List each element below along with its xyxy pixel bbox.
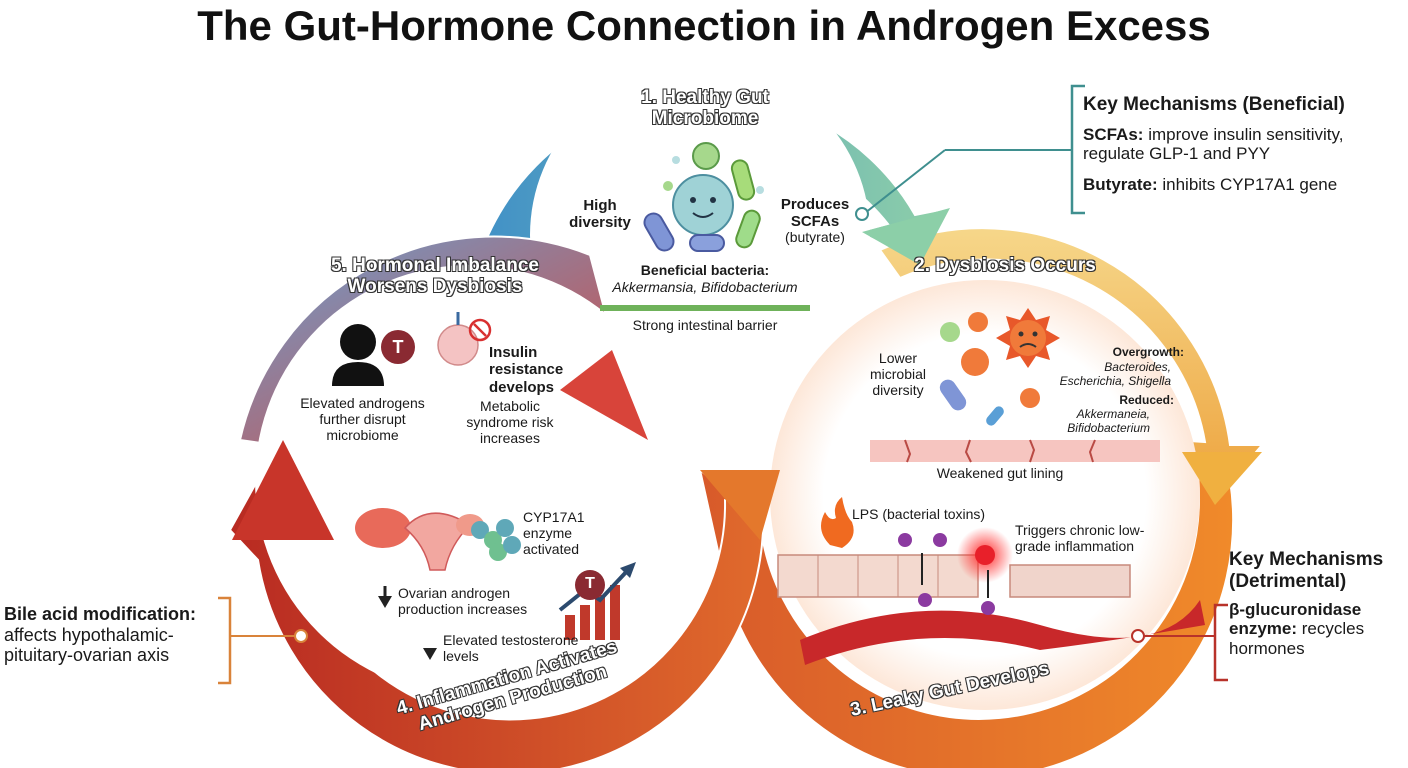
inflammation-trigger-label: Triggers chronic low-grade inflammation: [1015, 522, 1145, 555]
bile-text: affects hypothalamic-pituitary-ovarian a…: [4, 624, 174, 666]
beneficial-box: Key Mechanisms (Beneficial) SCFAs: impro…: [1083, 94, 1403, 194]
insulin-resistance-label: Insulin resistance develops: [489, 344, 564, 396]
weakened-lining-label: Weakened gut lining: [936, 465, 1064, 481]
detrimental-box-heading: Key Mechanisms (Detrimental): [1229, 549, 1384, 592]
reduced-names: Akkermaneia, Bifidobacterium: [1067, 407, 1150, 435]
metabolic-risk-label: Metabolic syndrome risk increases: [466, 398, 554, 447]
beneficial-box-heading: Key Mechanisms (Beneficial): [1083, 94, 1345, 115]
trend-chart-icon: [558, 562, 636, 640]
lower-diversity-label: Lower microbial diversity: [869, 350, 926, 399]
bile-box: Bile acid modification: affects hypothal…: [4, 604, 216, 666]
intestinal-barrier-bar: [600, 305, 810, 311]
flame-icon: [821, 497, 854, 548]
bile-label: Bile acid modification:: [4, 604, 197, 624]
beneficial-bacteria-label: Beneficial bacteria:: [640, 262, 770, 278]
testosterone-label: Elevated testosterone levels: [443, 632, 579, 665]
reduced-label: Reduced:: [1119, 393, 1174, 407]
lps-label: LPS (bacterial toxins): [852, 506, 986, 522]
arrowhead-step1: [862, 208, 950, 265]
glucuronidase-label: β-glucuronidase enzyme:: [1229, 599, 1362, 639]
high-diversity-label: High diversity: [569, 197, 631, 232]
scfa-text: improve insulin sensitivity, regulate GL…: [1083, 124, 1344, 164]
butyrate-text: inhibits CYP17A1 gene: [1162, 174, 1338, 194]
person-silhouette-icon: [332, 324, 384, 386]
chart-t-badge: T: [585, 575, 595, 592]
ovarian-production-label: Ovarian androgen production increases: [398, 585, 528, 618]
overgrowth-label: Overgrowth:: [1112, 345, 1184, 359]
cyp17a1-label: CYP17A1 enzyme activated: [523, 509, 585, 558]
enzyme-icon: [471, 519, 521, 561]
scfa-mechanism: SCFAs: improve insulin sensitivity, regu…: [1083, 125, 1403, 164]
t-badge: T: [392, 337, 404, 357]
butyrate-note: (butyrate): [785, 229, 845, 245]
arrowhead-step2: [1182, 452, 1262, 505]
elevated-androgens-label: Elevated androgens further disrupt micro…: [300, 395, 425, 444]
arrowhead-step4: [232, 440, 334, 540]
dysbiosis-panel: [770, 280, 1200, 710]
glucuronidase-text: recycles hormones: [1229, 619, 1365, 658]
step1-title: 1. Healthy Gut Microbiome: [641, 87, 769, 129]
bacteria-icon: [643, 142, 764, 252]
produces-scfas-label: Produces SCFAs: [780, 196, 850, 231]
arrowhead-step3: [700, 470, 780, 540]
uterus-icon: [355, 508, 484, 571]
glucuronidase-mechanism: β-glucuronidase enzyme: recycles hormone…: [1229, 600, 1407, 659]
overgrowth-names: Bacteroides, Escherichia, Shigella: [1059, 360, 1171, 388]
detrimental-connector: [1131, 603, 1228, 682]
toxin-icon: [898, 533, 995, 615]
intestinal-cells-icon: [777, 527, 1131, 598]
detrimental-box: Key Mechanisms (Detrimental) β-glucuroni…: [1229, 549, 1407, 658]
butyrate-mechanism: Butyrate: inhibits CYP17A1 gene: [1083, 175, 1403, 195]
bad-bacteria-icon: [939, 308, 1060, 426]
page-title: The Gut-Hormone Connection in Androgen E…: [197, 2, 1211, 49]
insulin-receptor-icon: [437, 312, 492, 366]
butyrate-label: Butyrate:: [1083, 174, 1158, 194]
barrier-label: Strong intestinal barrier: [632, 317, 778, 333]
gut-lining-icon: [870, 439, 1160, 463]
arrowhead-step5: [560, 350, 648, 440]
beneficial-connector: [855, 84, 1085, 221]
step2-title: 2. Dysbiosis Occurs: [914, 255, 1096, 276]
beneficial-bacteria-names: Akkermansia, Bifidobacterium: [612, 279, 798, 295]
arrow-step4: [228, 437, 765, 768]
scfa-label: SCFAs:: [1083, 124, 1144, 144]
step5-title: 5. Hormonal Imbalance Worsens Dysbiosis: [330, 255, 539, 297]
blood-vessel-icon: [800, 600, 1205, 665]
up-arrow-icon: [378, 586, 437, 660]
bile-connector: [218, 596, 308, 685]
testosterone-badge-icon: [381, 330, 415, 364]
